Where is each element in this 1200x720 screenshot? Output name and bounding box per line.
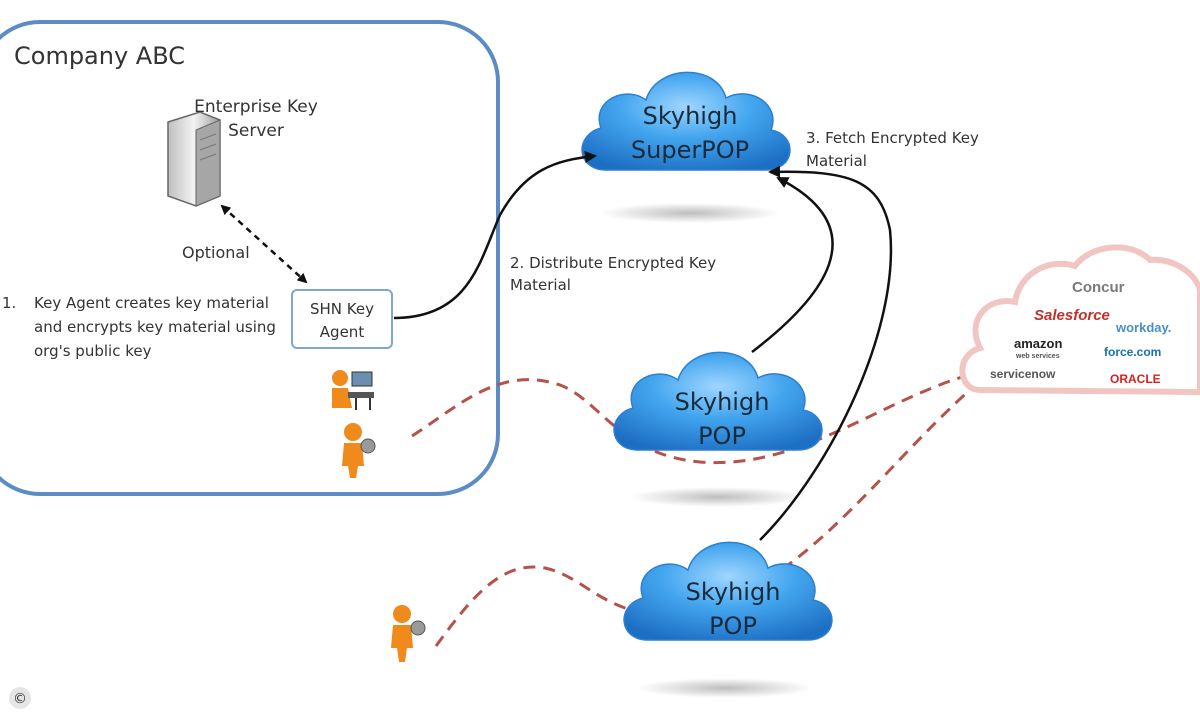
optional-label: Optional <box>182 243 250 262</box>
company-title: Company ABC <box>14 42 185 70</box>
servicenow-logo: servicenow <box>990 367 1056 381</box>
person-at-computer-icon <box>332 370 374 410</box>
step-1-number: 1. <box>2 294 16 312</box>
workday-logo: workday. <box>1115 320 1171 335</box>
key-server-label: Enterprise Key <box>194 97 318 117</box>
salesforce-logo: Salesforce <box>1034 307 1110 324</box>
step-2-text: Material <box>510 276 571 294</box>
cloud-pop-1-label: Skyhigh <box>675 388 770 416</box>
cloud-pop-1-label: POP <box>698 422 746 450</box>
step-3-text: Material <box>806 152 867 170</box>
step-2-text: 2. Distribute Encrypted Key <box>510 254 716 272</box>
concur-logo: Concur <box>1072 279 1125 296</box>
server-icon <box>167 111 221 207</box>
cloud-pop-2-label: Skyhigh <box>686 578 781 606</box>
key-agent-box <box>291 289 393 349</box>
fetch-arrow <box>751 176 834 353</box>
company-boundary <box>0 20 500 496</box>
force-logo: force.com <box>1104 345 1161 359</box>
person-with-key-icon <box>342 423 376 478</box>
copyright-symbol: © <box>13 691 27 707</box>
amazon-logo: amazon <box>1014 336 1062 351</box>
traffic-dashed-line <box>411 372 973 465</box>
cloud-superpop-label: SuperPOP <box>631 136 749 164</box>
key-agent-label: Agent <box>320 323 365 341</box>
cloud-shadow <box>637 678 813 698</box>
step-1-text: and encrypts key material using <box>34 318 276 336</box>
remote-person-with-key-icon <box>391 605 426 662</box>
step-1-text: Key Agent creates key material <box>34 294 269 312</box>
cloud-shadow <box>630 487 806 507</box>
key-server-label: Server <box>228 121 284 141</box>
fetch-arrow <box>759 165 893 541</box>
cloud-shadow <box>600 203 780 223</box>
step-3-text: 3. Fetch Encrypted Key <box>806 129 979 147</box>
cloud-pop-2-label: POP <box>709 612 757 640</box>
step-1-text: org's public key <box>34 342 152 360</box>
oracle-logo: ORACLE <box>1110 372 1161 386</box>
amazon-logo-sub: web services <box>1015 353 1060 360</box>
copyright-badge <box>9 687 31 709</box>
cloud-superpop-label: Skyhigh <box>643 102 738 130</box>
saas-cloud <box>959 244 1200 396</box>
optional-connector <box>220 204 308 284</box>
key-agent-label: SHN Key <box>310 300 374 318</box>
distribute-arrow <box>393 151 597 320</box>
